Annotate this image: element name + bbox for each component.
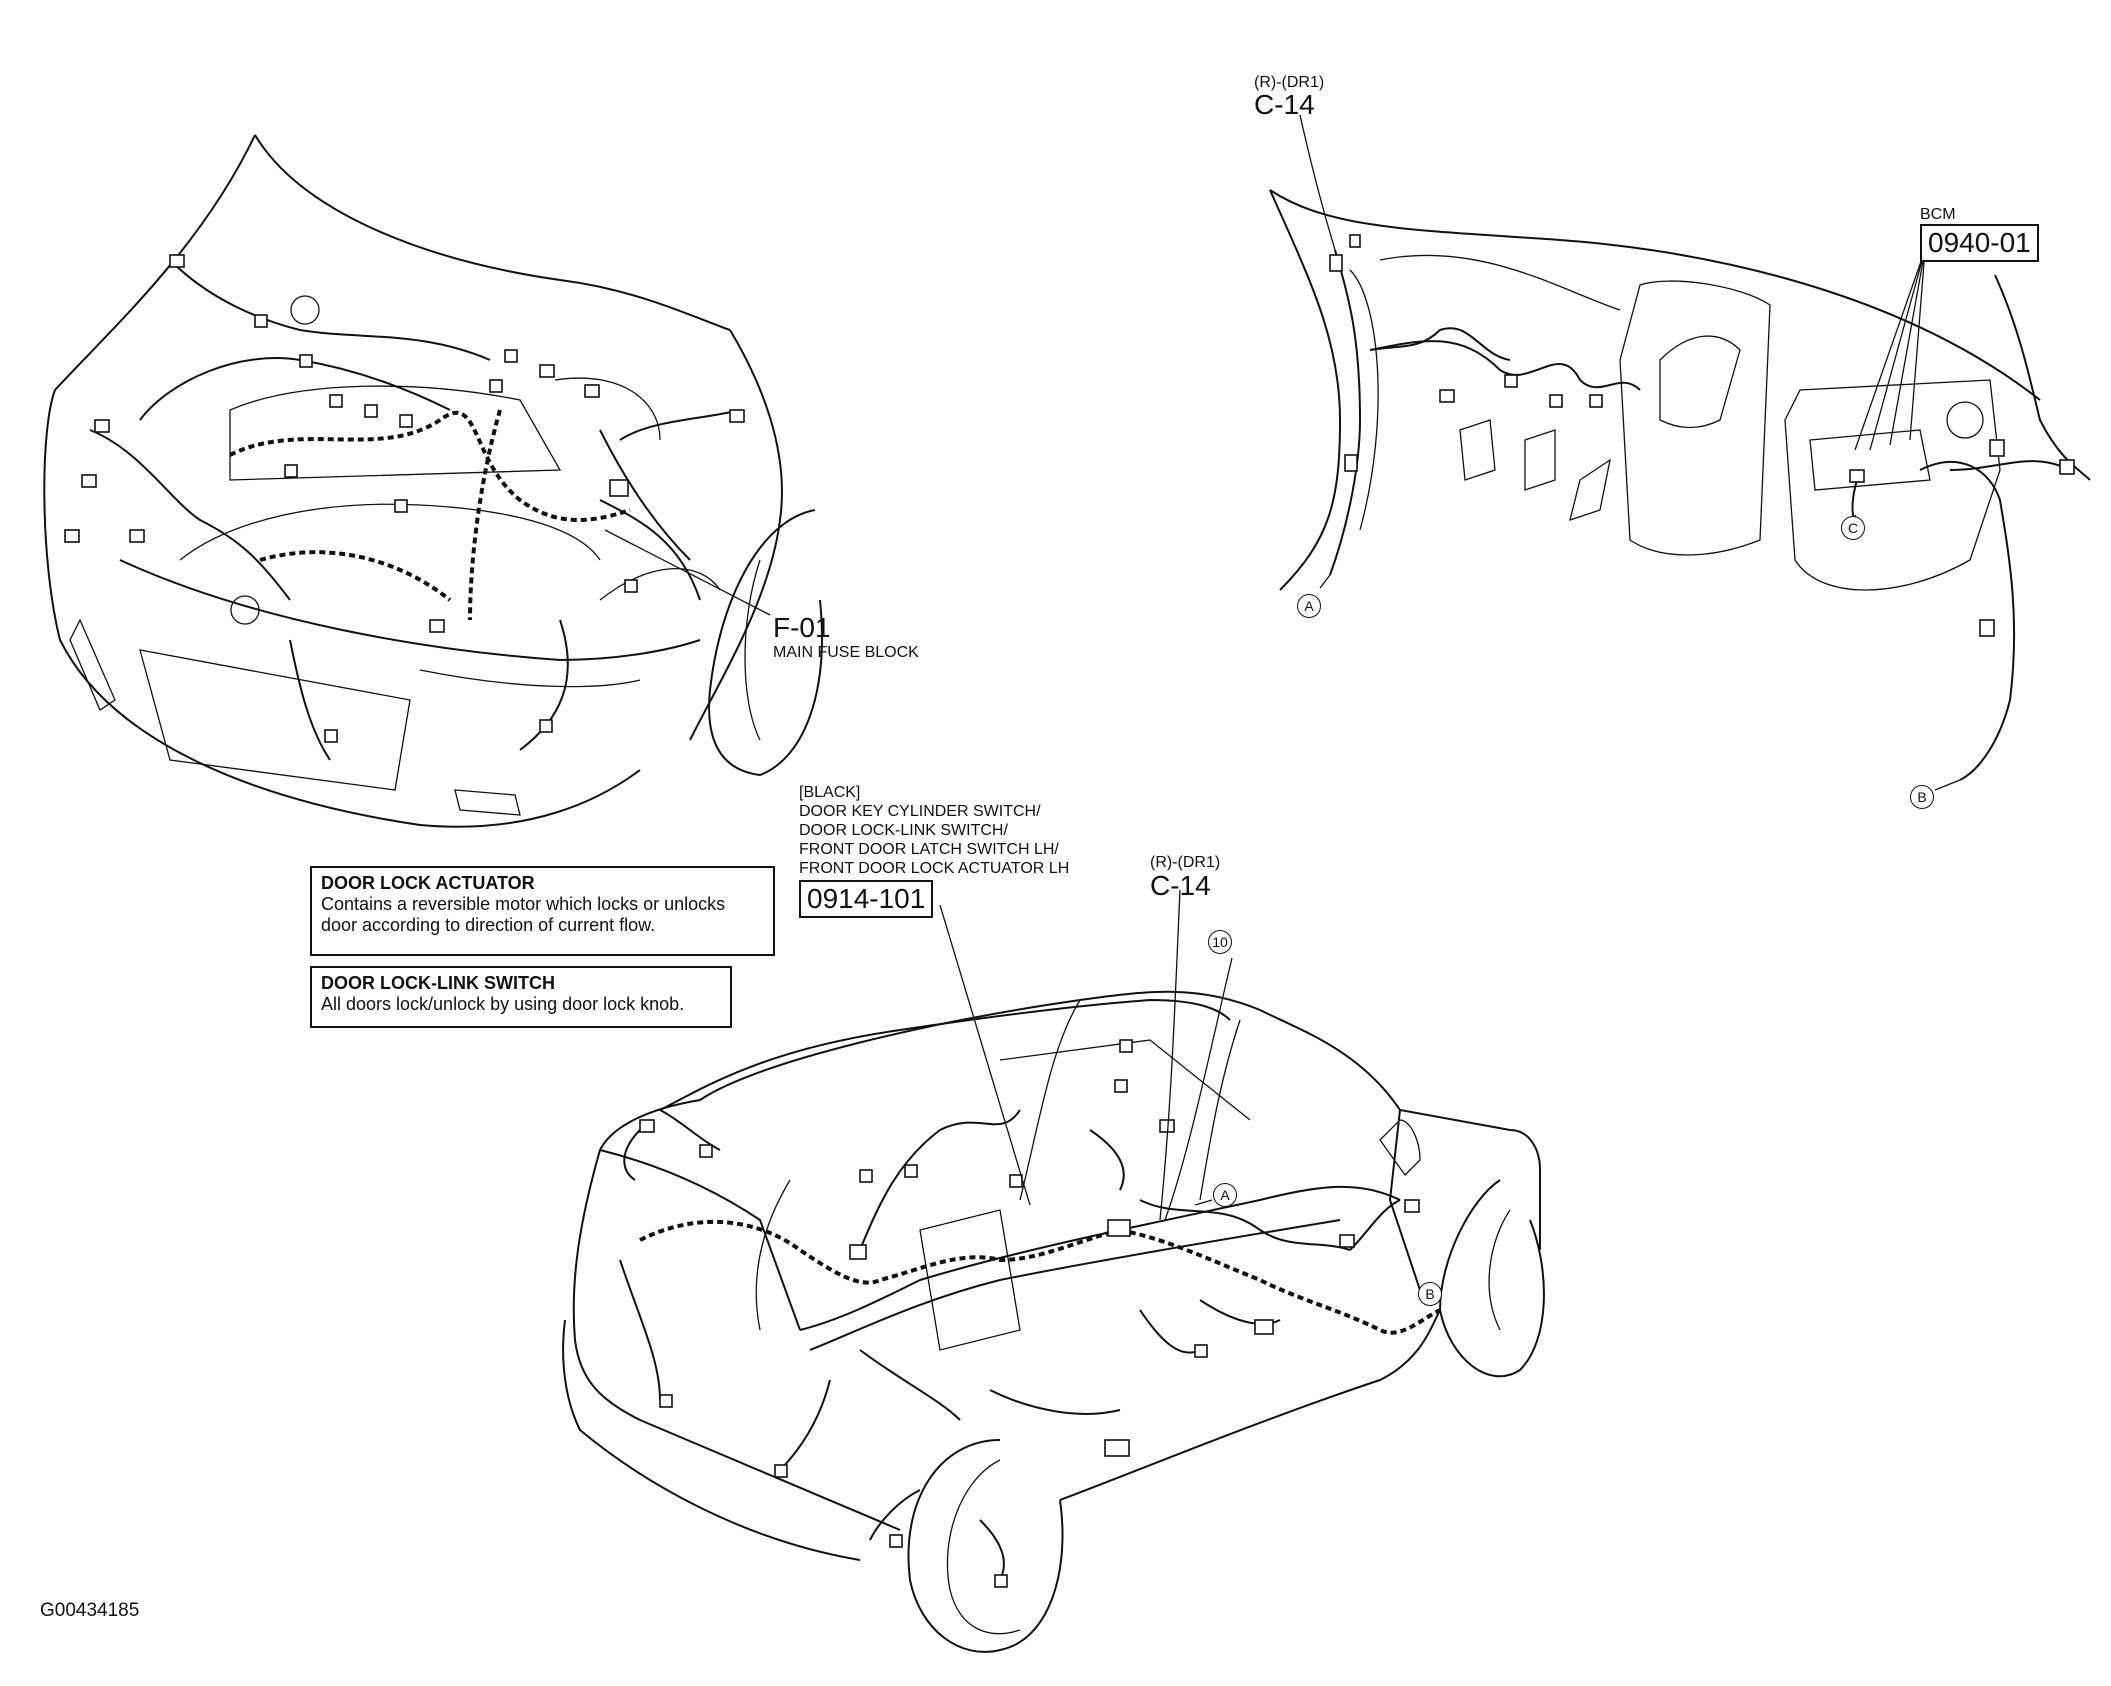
figure-id: G00434185 xyxy=(40,1600,140,1621)
door-lock-link-switch-box: DOOR LOCK-LINK SWITCH All doors lock/unl… xyxy=(310,966,732,1028)
ground-point-marker: 10 xyxy=(1208,930,1232,954)
marker-b-panel: B xyxy=(1910,785,1934,809)
door-lock-actuator-line-1: Contains a reversible motor which locks … xyxy=(321,894,726,914)
vehicle-body-drawing xyxy=(562,889,1545,1653)
marker-a-panel: A xyxy=(1297,594,1321,618)
door-switch-line-3: FRONT DOOR LATCH SWITCH LH/ xyxy=(799,841,1059,858)
main-fuse-block-code: F-01 xyxy=(773,612,831,643)
bcm-name: BCM xyxy=(1920,206,1956,223)
door-switch-color: [BLACK] xyxy=(799,784,861,801)
body-connector-code: C-14 xyxy=(1150,870,1211,901)
body-connector-spec: (R)-(DR1) xyxy=(1150,854,1221,871)
dash-connector-code: C-14 xyxy=(1254,89,1315,120)
instrument-panel-drawing xyxy=(1269,114,2091,791)
dash-connector-spec: (R)-(DR1) xyxy=(1254,74,1325,91)
door-lock-actuator-box: DOOR LOCK ACTUATOR Contains a reversible… xyxy=(310,866,775,956)
door-switch-code: 0914-101 xyxy=(799,880,934,919)
door-lock-actuator-title: DOOR LOCK ACTUATOR xyxy=(321,873,535,893)
door-lock-actuator-line-2: door according to direction of current f… xyxy=(321,915,656,935)
door-switch-line-2: DOOR LOCK-LINK SWITCH/ xyxy=(799,822,1008,839)
door-switch-line-4: FRONT DOOR LOCK ACTUATOR LH xyxy=(799,860,1070,877)
marker-c-panel: C xyxy=(1841,516,1865,540)
main-fuse-block-name: MAIN FUSE BLOCK xyxy=(773,644,919,661)
door-switch-line-1: DOOR KEY CYLINDER SWITCH/ xyxy=(799,803,1041,820)
marker-b-body: B xyxy=(1418,1282,1442,1306)
engine-compartment-drawing xyxy=(43,134,823,828)
marker-a-body: A xyxy=(1213,1183,1237,1207)
bcm-code: 0940-01 xyxy=(1920,224,2039,263)
door-lock-link-switch-line-1: All doors lock/unlock by using door lock… xyxy=(321,994,685,1014)
door-lock-link-switch-title: DOOR LOCK-LINK SWITCH xyxy=(321,973,555,993)
